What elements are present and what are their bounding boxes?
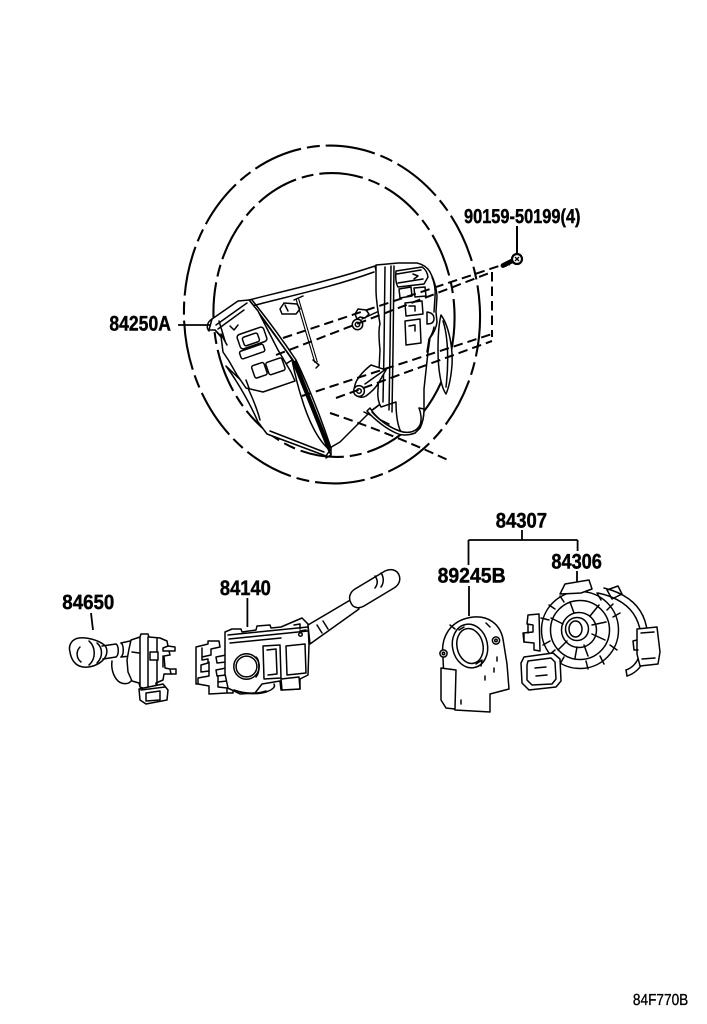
svg-text:89245B: 89245B bbox=[438, 564, 506, 587]
svg-text:84650: 84650 bbox=[62, 591, 114, 614]
svg-text:84140: 84140 bbox=[220, 577, 271, 600]
svg-text:84F770B: 84F770B bbox=[633, 992, 688, 1009]
svg-text:84250A: 84250A bbox=[109, 312, 170, 335]
svg-text:90159-50199(4): 90159-50199(4) bbox=[464, 206, 581, 228]
svg-text:84307: 84307 bbox=[496, 510, 547, 533]
svg-text:84306: 84306 bbox=[551, 551, 602, 574]
